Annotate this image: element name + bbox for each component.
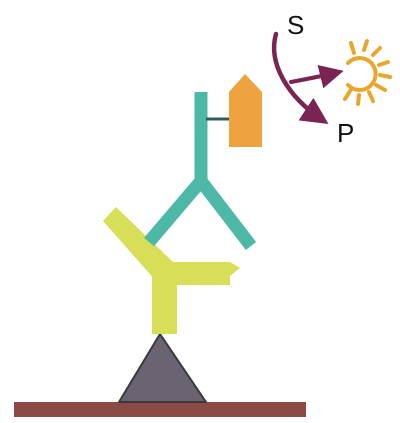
reaction-curve-arrow — [271, 31, 329, 124]
signal-arrow — [289, 65, 344, 89]
signal-burst-icon — [343, 39, 392, 106]
product-label: P — [337, 118, 354, 148]
enzyme-icon — [229, 74, 262, 147]
capture-antibody — [103, 207, 240, 334]
substrate-label: S — [287, 10, 304, 40]
surface-bar — [14, 402, 306, 417]
antigen-triangle — [118, 333, 207, 403]
detection-antibody — [144, 92, 257, 250]
